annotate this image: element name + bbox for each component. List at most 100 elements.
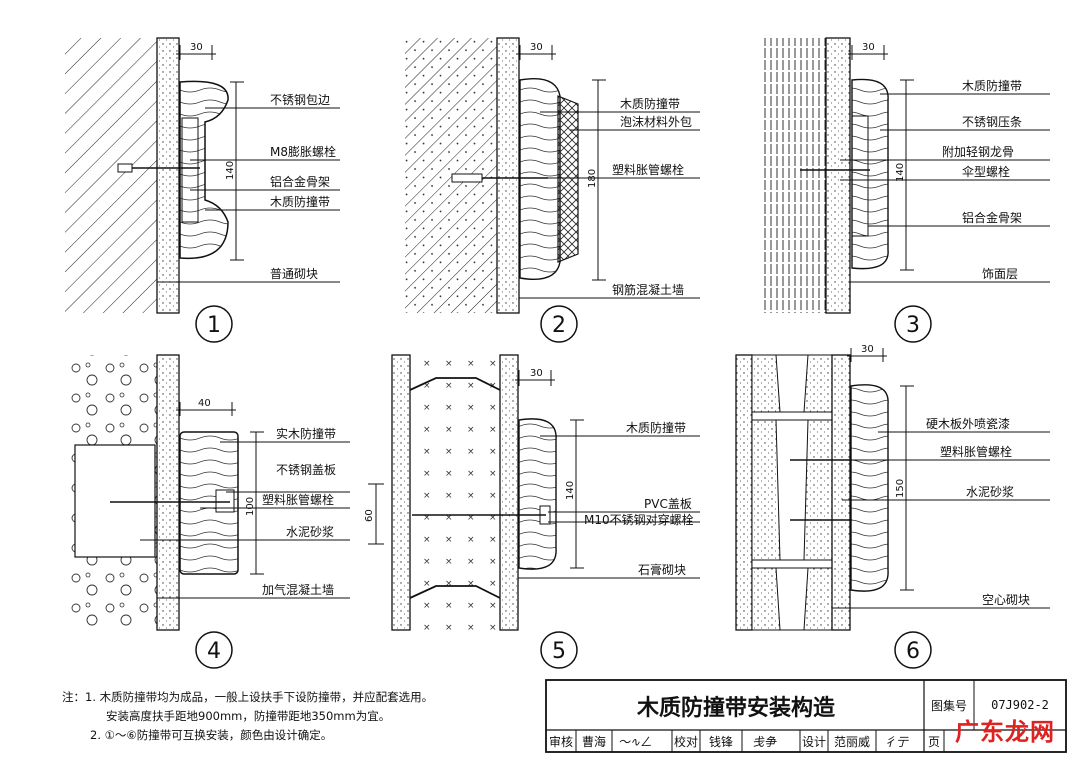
label-3e: 铝合金骨架 [962,210,1022,225]
detail-number-circle [894,305,932,343]
label-2d: 钢筋混凝土墙 [612,282,684,297]
detail-number-circle [195,305,233,343]
anchor-sleeve [451,173,483,183]
atlas-number: 07J902-2 [991,698,1049,712]
detail-6: 30 150 硬木板外喷瓷漆 塑料胀管螺栓 水泥砂浆 空心砌块 6 [735,344,1050,669]
label-5b: PVC盖板 [644,497,692,511]
notes-prefix: 注： [62,690,85,704]
dim-left-5: 60 [364,509,375,522]
label-1b: M8膨胀螺栓 [270,144,336,159]
detail-number-3: 3 [906,313,920,338]
review-label: 审核 [548,734,573,749]
hardwood-board [850,384,889,592]
label-1d: 木质防撞带 [270,194,330,209]
wood-bumper [179,80,229,260]
label-5d: 石膏砌块 [638,562,686,577]
page-label: 页 [927,734,940,749]
label-3a: 木质防撞带 [962,78,1022,93]
watermark: 广东龙网 [955,718,1055,746]
checker-name: 钱锋 [708,734,733,749]
notes: 注：1. 木质防撞带均为成品，一般上设扶手下设防撞带，并应配套选用。 安装高度扶… [62,688,433,745]
label-1e: 普通砌块 [270,267,318,281]
dim-top-1: 30 [190,42,203,53]
note-2: 2. ①～⑥防撞带可互换安装，颜色由设计确定。 [90,728,333,742]
detail-5: 30 140 60 木质防撞带 PVC盖板 M10不锈钢对穿螺栓 石膏砌块 5 [364,354,700,669]
title-block-frame [545,679,1067,753]
label-5a: 木质防撞带 [626,420,686,435]
dim-height-4: 100 [245,497,256,516]
aluminum-frame [181,117,199,223]
detail-number-2: 2 [552,313,566,338]
label-6a: 硬木板外喷瓷漆 [926,417,1010,431]
aluminum-frame [851,115,869,237]
dim-top-6: 30 [861,344,874,355]
block-joint-top [409,377,501,391]
plaster-layer [156,37,180,314]
finish-layer-texture [760,38,826,313]
reviewer-signature: 〜∿ㄥ [618,735,653,749]
label-3c: 附加轻钢龙骨 [942,145,1014,159]
plaster-right [499,354,519,631]
gypsum-block [410,355,500,630]
detail-number-circle [540,305,578,343]
plaster-left [391,354,411,631]
wood-bumper [851,78,889,270]
dim-top-3: 30 [862,42,875,53]
note-1: 1. 木质防撞带均为成品，一般上设扶手下设防撞带，并应配套选用。 [85,690,434,704]
label-1a: 不锈钢包边 [270,93,330,107]
label-4c: 塑料胀管螺栓 [262,492,334,507]
detail-number-circle [540,631,578,669]
block-joint-bottom [409,585,501,599]
detail-3: 30 140 木质防撞带 不锈钢压条 附加轻钢龙骨 伞型螺栓 铝合金骨架 饰面层… [760,37,1050,343]
checker-signature: 戋争 [752,735,777,749]
label-3b: 不锈钢压条 [962,115,1022,129]
masonry-wall-hatch [65,38,157,313]
detail-number-5: 5 [552,639,566,664]
dim-top-4: 40 [198,398,211,409]
plaster-left [735,354,753,631]
dim-top-5: 30 [530,368,543,379]
designer-name: 范丽威 [833,734,870,749]
design-label: 设计 [801,734,826,749]
dim-height-6: 150 [895,479,906,498]
concrete-wall-hatch [405,38,497,313]
detail-number-circle [195,631,233,669]
label-2b: 泡沫材料外包 [620,115,692,129]
note-1-cont: 安装高度扶手距地900mm，防撞带距地350mm为宜。 [106,709,391,723]
detail-number-4: 4 [207,639,221,664]
detail-number-circle [894,631,932,669]
label-4d: 水泥砂浆 [286,524,334,539]
plaster-layer [496,37,520,314]
bolt-sleeve [117,163,133,173]
check-label: 校对 [673,734,698,749]
wood-bumper [518,418,557,570]
dim-height-5: 140 [565,481,576,500]
label-1c: 铝合金骨架 [270,174,330,189]
label-3f: 饰面层 [982,267,1018,281]
label-4b: 不锈钢盖板 [276,463,336,477]
designer-signature: 彳亍 [884,735,909,749]
label-6b: 塑料胀管螺栓 [940,444,1012,459]
dim-height-3: 140 [895,163,906,182]
foam-wrap [557,95,579,263]
label-2a: 木质防撞带 [620,96,680,111]
cement-mortar [831,354,851,631]
label-6d: 空心砌块 [982,593,1030,607]
solid-wood-bumper [179,431,239,575]
wood-bumper [519,78,561,280]
detail-2: 30 180 木质防撞带 泡沫材料外包 塑料胀管螺栓 钢筋混凝土墙 2 [405,37,700,343]
dim-top-2: 30 [530,42,543,53]
plaster-layer [156,354,180,631]
label-5c: M10不锈钢对穿螺栓 [584,512,694,527]
detail-4: 40 100 实木防撞带 不锈钢盖板 塑料胀管螺栓 水泥砂浆 加气混凝土墙 4 [65,354,350,669]
label-4a: 实木防撞带 [276,426,336,441]
detail-number-6: 6 [906,639,920,664]
finish-layer [825,37,851,314]
atlas-label: 图集号 [930,698,967,713]
label-2c: 塑料胀管螺栓 [612,162,684,177]
reviewer-name: 曹海 [581,734,606,749]
dim-height-1: 140 [225,161,236,180]
steel-cover-plate [215,489,235,513]
dim-height-2: 180 [587,169,598,188]
